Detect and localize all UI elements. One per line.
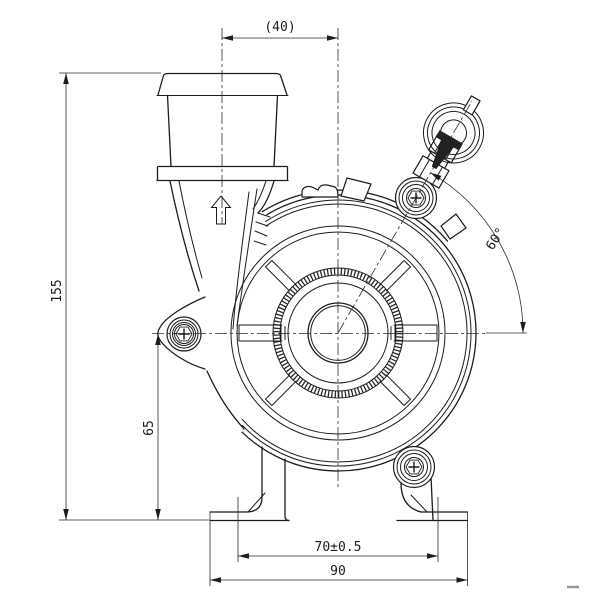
centerlines [152,28,486,489]
foot-gusset [410,494,428,513]
dimension-overall-height: 155 [50,72,209,521]
scroll-edge-1 [236,188,258,327]
foot-right [396,476,469,522]
dimension-axis-height: 65 [142,334,161,520]
dim-label-overall-height: 155 [50,279,65,302]
spoke-diagonal [265,374,297,406]
neck-right-outer [257,180,275,214]
band-end-steps [253,212,271,246]
spoke-diagonal [379,260,411,292]
scroll-edge-2 [232,191,250,330]
dimension-base-width: 90 [209,512,468,586]
foot-gusset [247,492,266,513]
clamp-tab-left [301,184,339,198]
band-arc-2 [241,199,472,467]
band-arc-3 [241,203,468,463]
foot-left [209,446,290,522]
dim-label-top-width: (40) [264,20,295,35]
dim-label-base-width: 90 [330,564,346,579]
neck-left-inner [178,180,203,279]
port-collar [156,165,289,182]
wall-lower-left [206,370,245,430]
dim-label-axis-height: 65 [142,420,157,436]
spoke-right [390,324,438,342]
bolt-bottom-right [392,445,436,489]
neck-left-outer [169,180,200,292]
port-rim [157,72,288,96]
dim-label-hole-spacing: 70±0.5 [315,540,362,555]
dim-label-port-angle: 60° [483,225,508,253]
dimension-top-width: (40) [222,20,338,41]
spoke-left [238,324,286,342]
valve-lever-bar [435,130,463,151]
volute-neck [169,180,275,430]
clamp-notch-tab [440,213,467,240]
bolt-left [166,316,202,352]
valve-tab [462,95,481,116]
dimension-hole-spacing: 70±0.5 [237,497,439,562]
port-barrel [166,94,279,168]
spoke-diagonal [265,260,297,292]
clamp-tab-right [340,177,372,202]
suction-port [156,72,289,225]
valve-axis-centerline [337,100,473,334]
volute-body [156,72,484,522]
flow-direction-arrow [210,195,232,225]
mounting-ear [157,296,217,370]
body-silhouette-arc [241,194,477,472]
spoke-diagonal [379,374,411,406]
dimension-port-angle: 60° [430,172,527,334]
